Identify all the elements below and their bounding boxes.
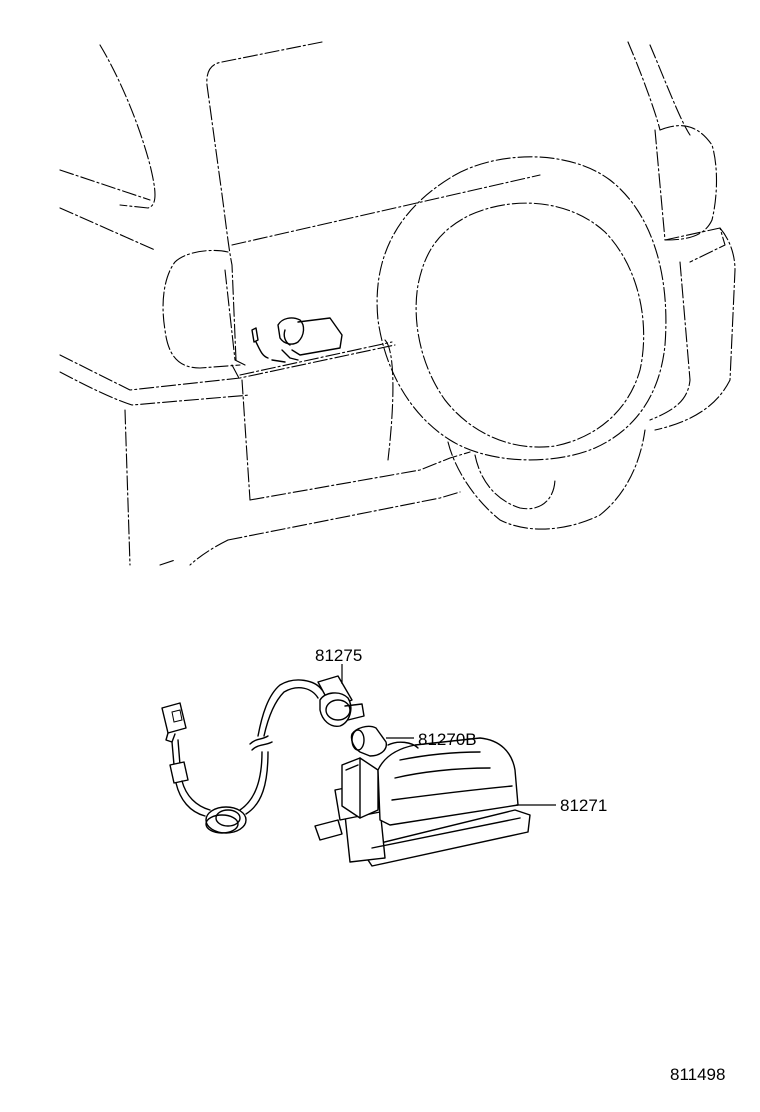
leader-lines — [341, 664, 556, 806]
label-81270B: 81270B — [418, 730, 477, 749]
spare-tire-outline — [376, 156, 667, 530]
lamp-housing-81271 — [314, 737, 531, 867]
license-lamp-location-detail — [251, 317, 343, 363]
bulb-socket-81275 — [317, 675, 365, 727]
vehicle-rear-outline — [59, 41, 736, 566]
bulb-81270B — [350, 725, 387, 757]
label-81275: 81275 — [315, 646, 362, 665]
wire-harness — [161, 679, 323, 834]
figure-number: 811498 — [670, 1065, 725, 1084]
label-81271: 81271 — [560, 796, 607, 815]
